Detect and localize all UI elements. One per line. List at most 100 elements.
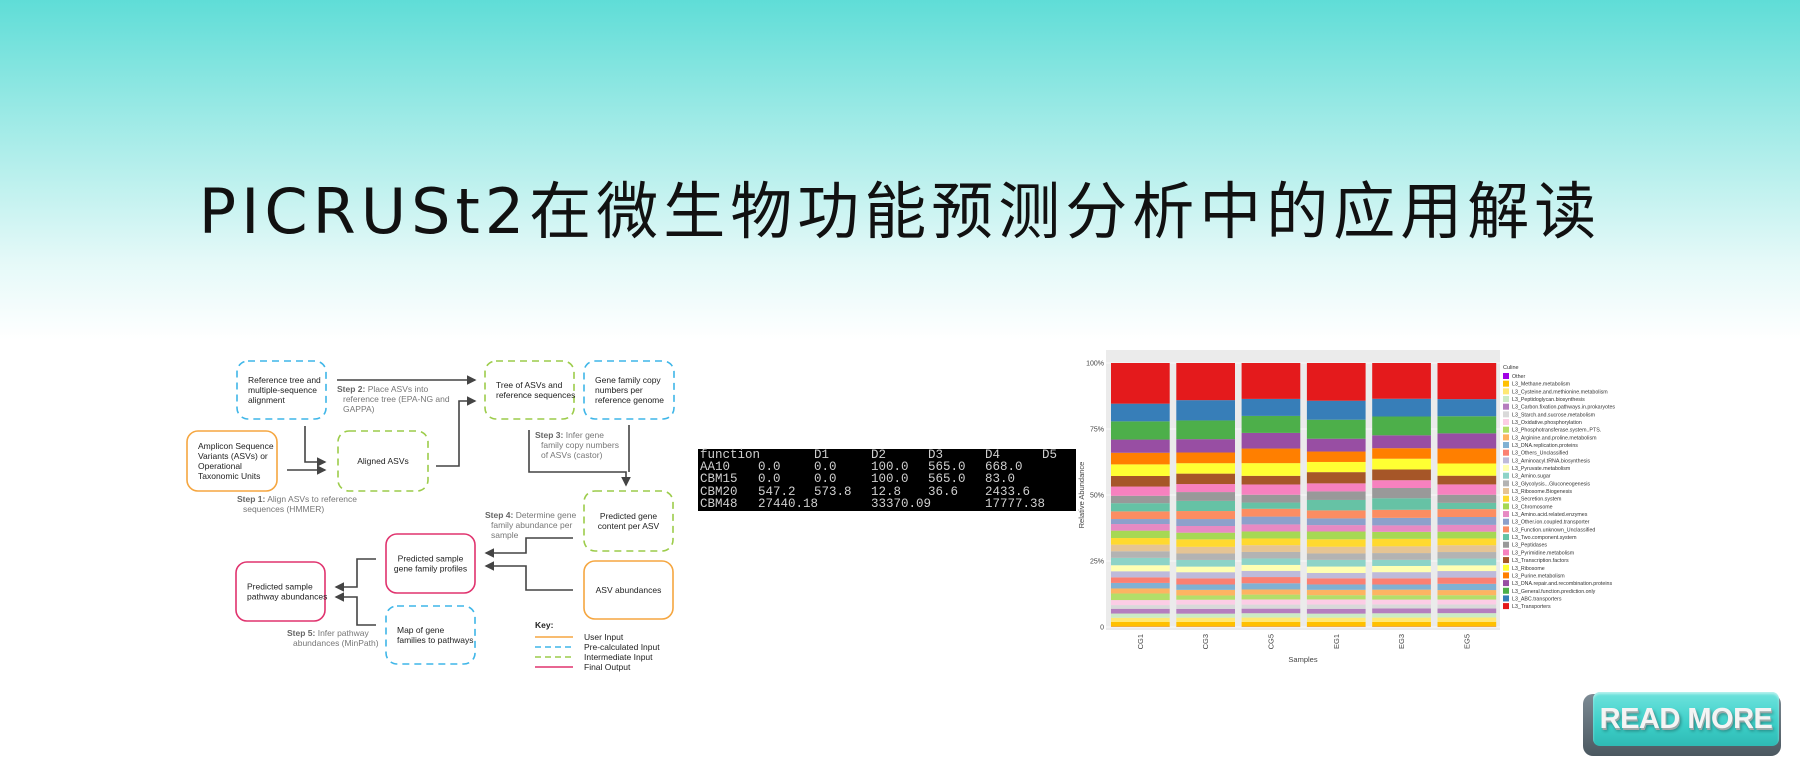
table-cell: D3 (928, 448, 944, 462)
step1-text: sequences (HMMER) (243, 504, 324, 514)
bar-segment (1372, 448, 1431, 459)
bar-segment (1306, 572, 1366, 579)
bar-segment (1306, 531, 1366, 540)
bar-segment (1241, 594, 1301, 600)
step4-label: Step 4: (485, 510, 514, 520)
y-tick-label: 25% (1090, 559, 1104, 566)
legend-swatch (1503, 495, 1509, 502)
bar-segment (1241, 448, 1301, 464)
legend-swatch (1503, 534, 1509, 541)
bar-segment (1241, 516, 1301, 525)
legend-swatch (1503, 480, 1509, 487)
bar-segment (1437, 558, 1497, 566)
bar-segment (1437, 517, 1497, 525)
box-text: Predicted gene (600, 511, 657, 521)
box-text: Gene family copy (595, 375, 661, 385)
table-cell: CBM48 (700, 496, 738, 511)
bar-segment (1437, 475, 1497, 485)
bar-segment (1241, 502, 1301, 509)
bar-segment (1176, 599, 1235, 605)
bar-segment (1241, 570, 1301, 578)
bar-segment (1176, 539, 1235, 547)
bar-segment (1372, 538, 1431, 547)
bar-segment (1176, 617, 1235, 622)
box-reference-tree: Reference tree andmultiple-sequencealign… (236, 360, 327, 420)
bar-segment (1176, 553, 1235, 560)
table-cell: 0.0 (814, 472, 837, 487)
bar-segment (1306, 584, 1366, 590)
bar-segment (1372, 584, 1431, 590)
bar-segment (1111, 530, 1170, 539)
legend-swatch (1503, 526, 1509, 533)
step5-text: Step 5: Infer pathway (287, 628, 369, 638)
legend-label: L3_Amino.acid.related.enzymes (1512, 512, 1588, 518)
bar-segment (1437, 577, 1497, 584)
table-cell: 100.0 (871, 472, 909, 487)
bar-segment (1176, 511, 1235, 520)
bar-segment (1176, 452, 1235, 464)
bar-segment (1241, 577, 1301, 584)
bar-segment (1306, 539, 1366, 547)
bar-segment (1111, 613, 1170, 618)
bar-segment (1176, 532, 1235, 540)
legend-label: L3_Methane.metabolism (1512, 382, 1571, 388)
bar-segment (1111, 600, 1170, 606)
bar-segment (1111, 577, 1170, 583)
legend-label: L3_Aminoacyl.tRNA.biosynthesis (1512, 458, 1590, 464)
bar-segment (1437, 571, 1497, 578)
bar-segment (1437, 552, 1497, 559)
table-cell: 2433.6 (985, 484, 1031, 499)
table-cell: 565.0 (928, 472, 966, 487)
bar-segment (1111, 524, 1170, 531)
table-cell: 36.6 (928, 484, 959, 499)
bar-segment (1241, 494, 1301, 503)
legend-label: L3_Purine.metabolism (1512, 573, 1565, 579)
bar-segment (1437, 617, 1497, 622)
box-text: numbers per (595, 385, 643, 395)
box-asv-abundances: ASV abundances (583, 560, 674, 620)
x-tick-label: CG5 (1266, 634, 1275, 649)
legend-label: L3_Transporters (1512, 604, 1551, 610)
bar-segment (1111, 621, 1170, 627)
x-tick-label: EG5 (1462, 634, 1471, 649)
bar-segment (1306, 613, 1366, 618)
step5-text: abundances (MinPath) (293, 638, 379, 648)
box-text: families to pathways (397, 635, 474, 645)
bar-segment (1437, 565, 1497, 572)
bar-segment (1176, 525, 1235, 533)
x-tick-label: CG3 (1201, 634, 1210, 649)
step2-text: reference tree (EPA-NG and (343, 394, 450, 404)
bar-segment (1111, 571, 1170, 578)
legend-swatch (1503, 419, 1509, 426)
bar-segment (1111, 519, 1170, 525)
box-text: Variants (ASVs) or (198, 451, 268, 461)
legend-swatch (1503, 541, 1509, 548)
box-text: content per ASV (598, 521, 660, 531)
bar-segment (1372, 435, 1431, 449)
bar-segment (1111, 452, 1170, 465)
box-text: Predicted sample (398, 554, 464, 564)
legend-swatch (1503, 580, 1509, 587)
bar-segment (1306, 617, 1366, 622)
legend-label: L3_Others_Unclassified (1512, 451, 1568, 457)
table-cell: D2 (871, 448, 887, 462)
legend-label: L3_Other.ion.coupled.transporter (1512, 520, 1590, 526)
bar-segment (1437, 595, 1497, 600)
bar-segment (1437, 613, 1497, 618)
read-more-button[interactable]: READ MORE (1583, 690, 1783, 758)
bar-segment (1306, 566, 1366, 573)
bar-segment (1372, 604, 1431, 609)
step4-text: Step 4: Determine gene (485, 510, 576, 520)
bar-segment (1176, 595, 1235, 600)
bar-segment (1176, 439, 1235, 453)
bar-segment (1241, 551, 1301, 559)
table-cell: 573.8 (814, 484, 852, 499)
bar-segment (1241, 524, 1301, 532)
box-text: ASV abundances (596, 585, 662, 595)
step5-label: Step 5: (287, 628, 316, 638)
bar-segment (1241, 617, 1301, 622)
box-text: Tree of ASVs and (496, 380, 563, 390)
